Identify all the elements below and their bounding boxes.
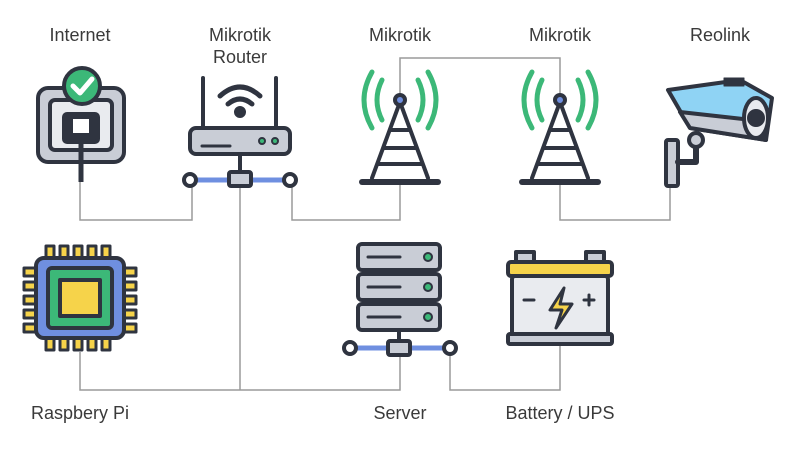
battery-icon (506, 250, 614, 346)
link-internet-router (79, 182, 193, 221)
server-label: Server (373, 403, 427, 423)
antenna-tower-icon (359, 69, 441, 185)
wifi-router-icon (182, 76, 298, 188)
security-camera-icon (664, 77, 774, 188)
internet-port-icon (36, 66, 126, 182)
link-router-tower1 (291, 182, 401, 221)
server-rack-icon (342, 242, 458, 357)
connections (79, 57, 671, 391)
battery-label: Battery / UPS (505, 403, 615, 423)
link-tower1-tower2 (399, 57, 561, 95)
cpu-chip-icon (22, 244, 138, 352)
tower1-label: Mikrotik (369, 25, 431, 45)
router-label: Mikrotik Router (209, 25, 271, 67)
link-tower2-camera (559, 182, 671, 221)
antenna-tower-icon (519, 69, 601, 185)
tower2-label: Mikrotik (529, 25, 591, 45)
rpi-label: Raspbery Pi (30, 403, 130, 423)
camera-label: Reolink (689, 25, 751, 45)
internet-label: Internet (49, 25, 111, 45)
link-server-battery (449, 346, 561, 391)
link-rpi-trunk (79, 352, 401, 391)
